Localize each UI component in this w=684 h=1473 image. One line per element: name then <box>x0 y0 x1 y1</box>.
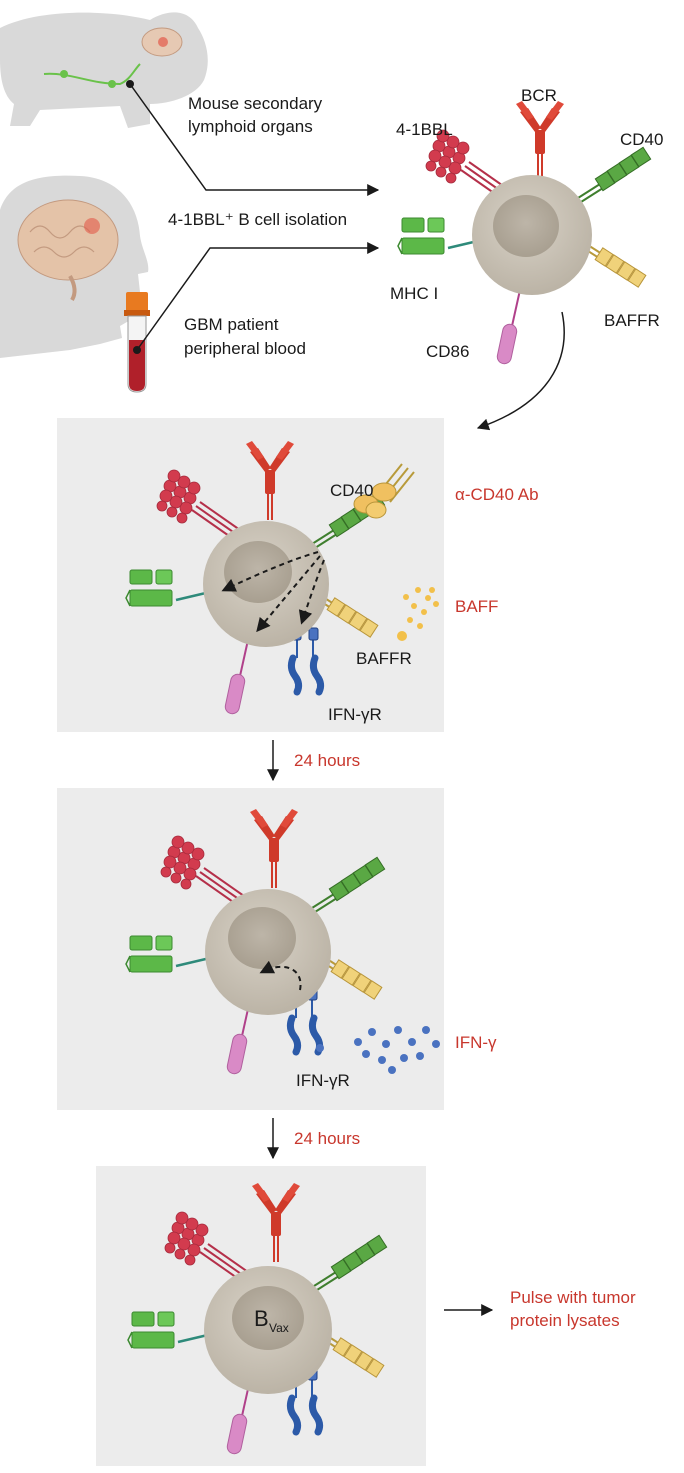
pulse-label-line1: Pulse with tumor <box>510 1288 636 1307</box>
cell-nucleus <box>224 541 292 603</box>
ifng-label: IFN-γ <box>455 1033 497 1052</box>
anti-cd40-antibody <box>353 463 415 519</box>
mouse-illustration <box>0 12 208 128</box>
gbm-label-line2: peripheral blood <box>184 339 306 358</box>
mouse-label-line2: lymphoid organs <box>188 117 313 136</box>
cell-nucleus <box>232 1286 304 1350</box>
cd40-receptor <box>577 146 652 203</box>
cd40-label: CD40 <box>620 130 663 149</box>
bcr-label: BCR <box>521 86 557 105</box>
b-cell-panel1 <box>124 440 386 717</box>
step2-time-label: 24 hours <box>294 1129 360 1148</box>
cd40-label: CD40 <box>330 481 373 500</box>
bvax-label-main: B <box>254 1306 269 1331</box>
pulse-label-line2: protein lysates <box>510 1311 620 1330</box>
cell-nucleus <box>228 907 296 969</box>
anti-cd40-label: α-CD40 Ab <box>455 485 539 504</box>
ifn-gamma-dots <box>354 1026 440 1074</box>
b-cell-panel3 <box>126 1182 388 1457</box>
bcr-receptor <box>515 100 565 181</box>
cell-to-panel1-arrow <box>476 311 565 431</box>
blood-to-cell-arrow <box>136 242 380 351</box>
mouse-label-line1: Mouse secondary <box>188 94 323 113</box>
mhc-molecule <box>396 216 484 256</box>
gbm-label-line1: GBM patient <box>184 315 279 334</box>
baffr-label: BAFFR <box>604 311 660 330</box>
step1-time-label: 24 hours <box>294 751 360 770</box>
baff-ligand-dots <box>397 587 439 641</box>
bbl-label: 4-1BBL <box>396 120 453 139</box>
mhc-label: MHC I <box>390 284 438 303</box>
baff-label: BAFF <box>455 597 498 616</box>
b-cell-top <box>396 100 652 367</box>
cd86-molecule <box>494 289 521 367</box>
cd86-label: CD86 <box>426 342 469 361</box>
bvax-label-sub: Vax <box>269 1321 289 1335</box>
mouse-to-cell-arrow <box>129 83 380 196</box>
blood-tube-icon <box>124 292 150 393</box>
baffr-label: BAFFR <box>356 649 412 668</box>
ifngr-label: IFN-γR <box>296 1071 350 1090</box>
human-head-illustration <box>0 175 149 358</box>
ifngr-label: IFN-γR <box>328 705 382 724</box>
b-cell-panel2 <box>124 808 386 1077</box>
isolation-label: 4-1BBL⁺ B cell isolation <box>168 210 347 229</box>
cell-nucleus <box>493 195 559 257</box>
